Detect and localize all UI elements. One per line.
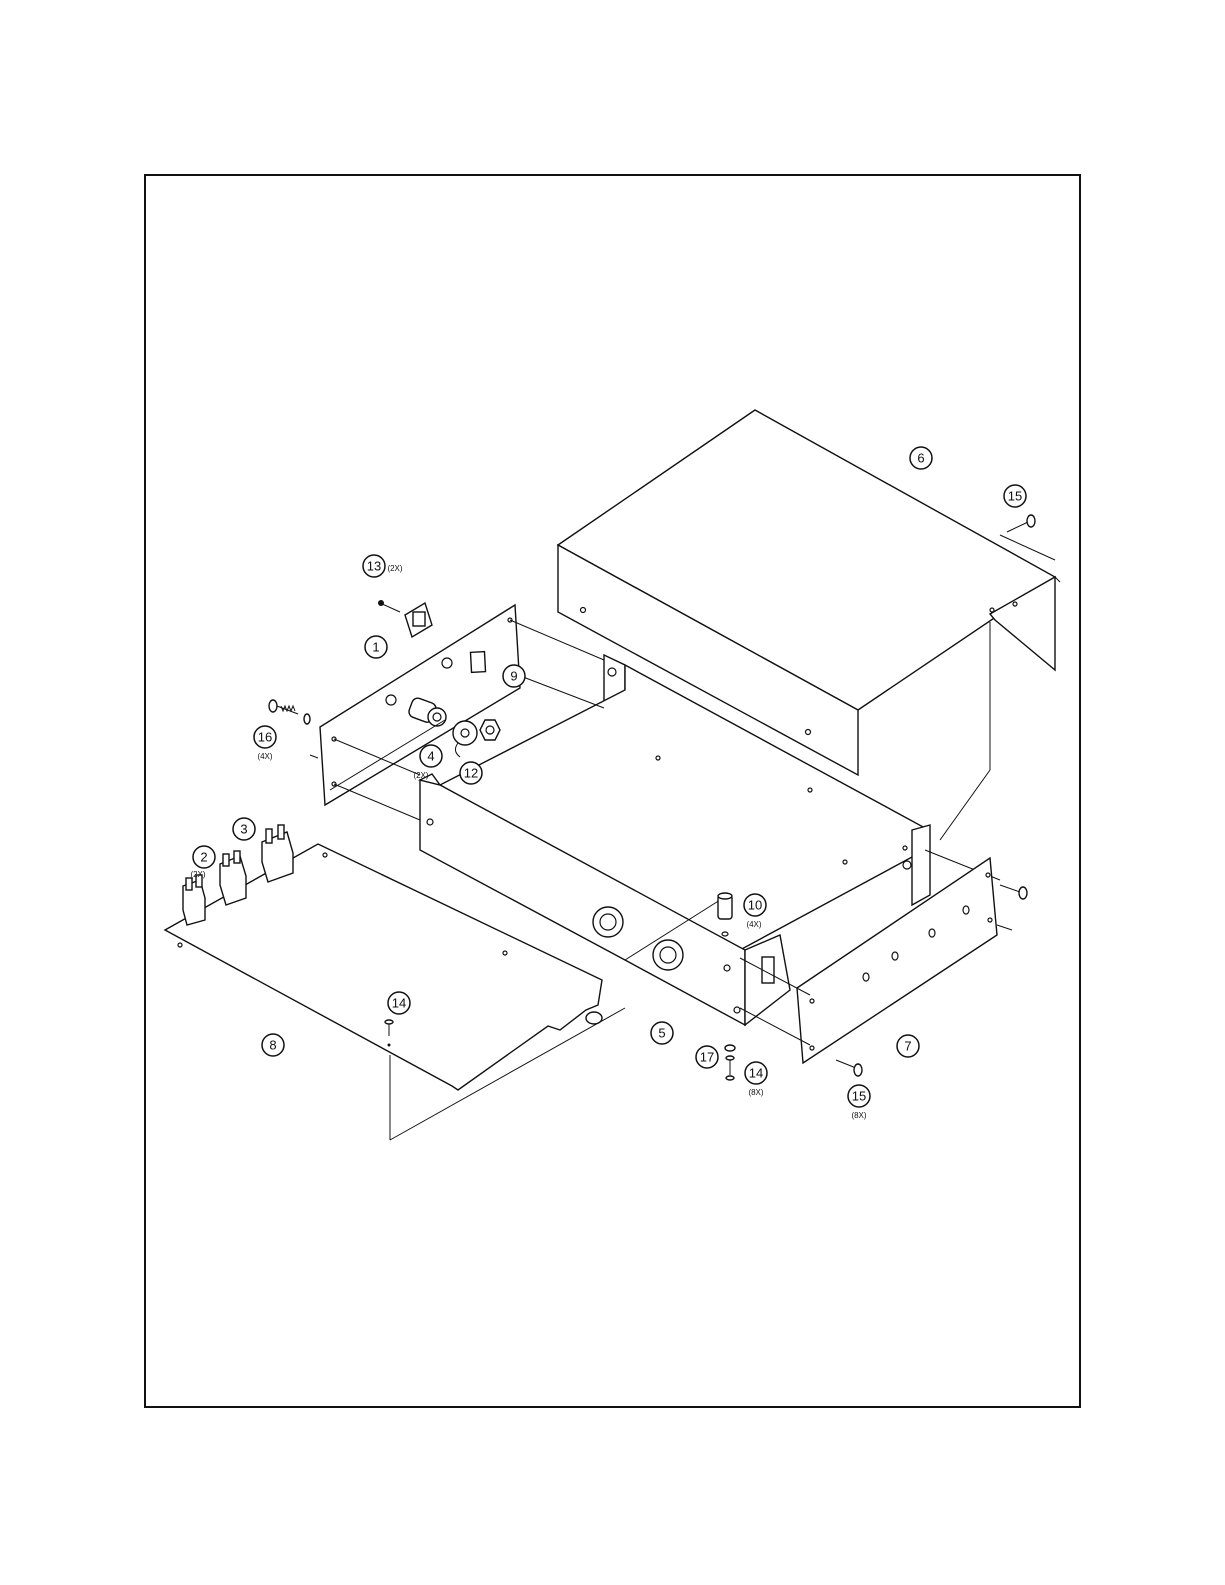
callout-number: 14 xyxy=(749,1066,763,1081)
callout-number: 12 xyxy=(464,766,478,781)
connector-part-1 xyxy=(378,600,432,637)
callout-14: 14 (8X) xyxy=(745,1062,767,1097)
callout-number: 2 xyxy=(200,850,207,865)
callout-number: 3 xyxy=(240,822,247,837)
callout-number: 10 xyxy=(748,898,762,913)
callout-6: 6 xyxy=(910,447,932,469)
callout-quantity: (8X) xyxy=(748,1088,763,1097)
callout-quantity: (2X) xyxy=(413,771,428,780)
callout-number: 9 xyxy=(510,669,517,684)
hardware-parts-17-14 xyxy=(725,1045,735,1080)
callout-quantity: (4X) xyxy=(746,920,761,929)
callout-number: 7 xyxy=(904,1039,911,1054)
callout-number: 15 xyxy=(852,1089,866,1104)
callout-number: 14 xyxy=(392,996,406,1011)
callout-15: 15 xyxy=(1004,485,1026,507)
callout-12: 12 xyxy=(460,762,482,784)
callout-9: 9 xyxy=(503,665,525,687)
screw-part-16 xyxy=(269,700,310,724)
callout-number: 6 xyxy=(917,451,924,466)
callout-quantity: (8X) xyxy=(851,1111,866,1120)
callout-number: 17 xyxy=(700,1050,714,1065)
callout-quantity: (2X) xyxy=(190,870,205,879)
callout-5: 5 xyxy=(651,1022,673,1044)
callout-number: 5 xyxy=(658,1026,665,1041)
callout-17: 17 xyxy=(696,1046,718,1068)
callout-number: 13 xyxy=(367,559,381,574)
callout-16: 16 (4X) xyxy=(254,726,276,761)
callout-14: 14 xyxy=(388,992,410,1014)
callout-number: 16 xyxy=(258,730,272,745)
callout-8: 8 xyxy=(262,1034,284,1056)
callout-quantity: (4X) xyxy=(257,752,272,761)
callout-number: 1 xyxy=(372,640,379,655)
callout-4: 4 (2X) xyxy=(413,745,442,780)
callout-13: 13 (2X) xyxy=(363,555,403,577)
callout-2: 2 (2X) xyxy=(190,846,215,879)
callout-15: 15 (8X) xyxy=(848,1085,870,1120)
callout-7: 7 xyxy=(897,1035,919,1057)
callout-number: 8 xyxy=(269,1038,276,1053)
callout-quantity: (2X) xyxy=(387,564,402,573)
lockwasher-part-12 xyxy=(453,720,500,757)
callout-3: 3 xyxy=(233,818,255,840)
callout-number: 4 xyxy=(427,749,434,764)
callout-number: 15 xyxy=(1008,489,1022,504)
callout-1: 1 xyxy=(365,636,387,658)
